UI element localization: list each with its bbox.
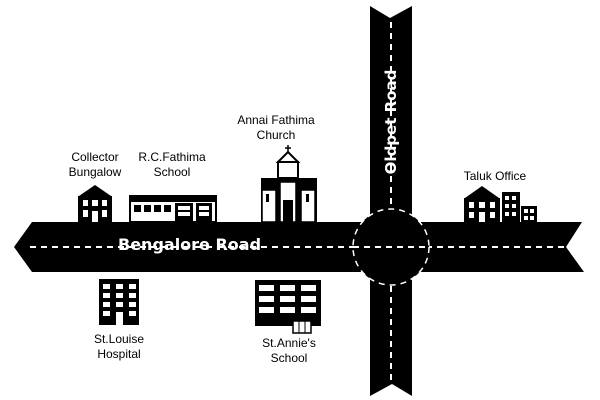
oldpet-road xyxy=(370,6,412,396)
taluk-office-icon xyxy=(464,186,537,222)
oldpet-road-label: Oldpet Road xyxy=(382,69,400,175)
school-block-icon xyxy=(255,280,321,334)
rc-fathima-school-label: R.C.Fathima School xyxy=(138,150,206,179)
school-building-icon xyxy=(129,195,217,223)
st-louise-hospital-label: St.Louise Hospital xyxy=(93,332,145,361)
annai-fathima-church-label: Annai Fathima Church xyxy=(237,113,315,142)
collector-bungalow-label: Collector Bungalow xyxy=(68,150,122,179)
collector-bungalow-icon xyxy=(78,185,112,222)
st-annies-school-label: St.Annie's School xyxy=(262,336,316,365)
bengalore-road-label: Bengalore Road xyxy=(118,235,262,254)
hospital-building-icon xyxy=(99,279,139,325)
church-icon xyxy=(261,145,317,223)
taluk-office-label: Taluk Office xyxy=(463,169,527,183)
bengalore-road xyxy=(14,222,584,272)
